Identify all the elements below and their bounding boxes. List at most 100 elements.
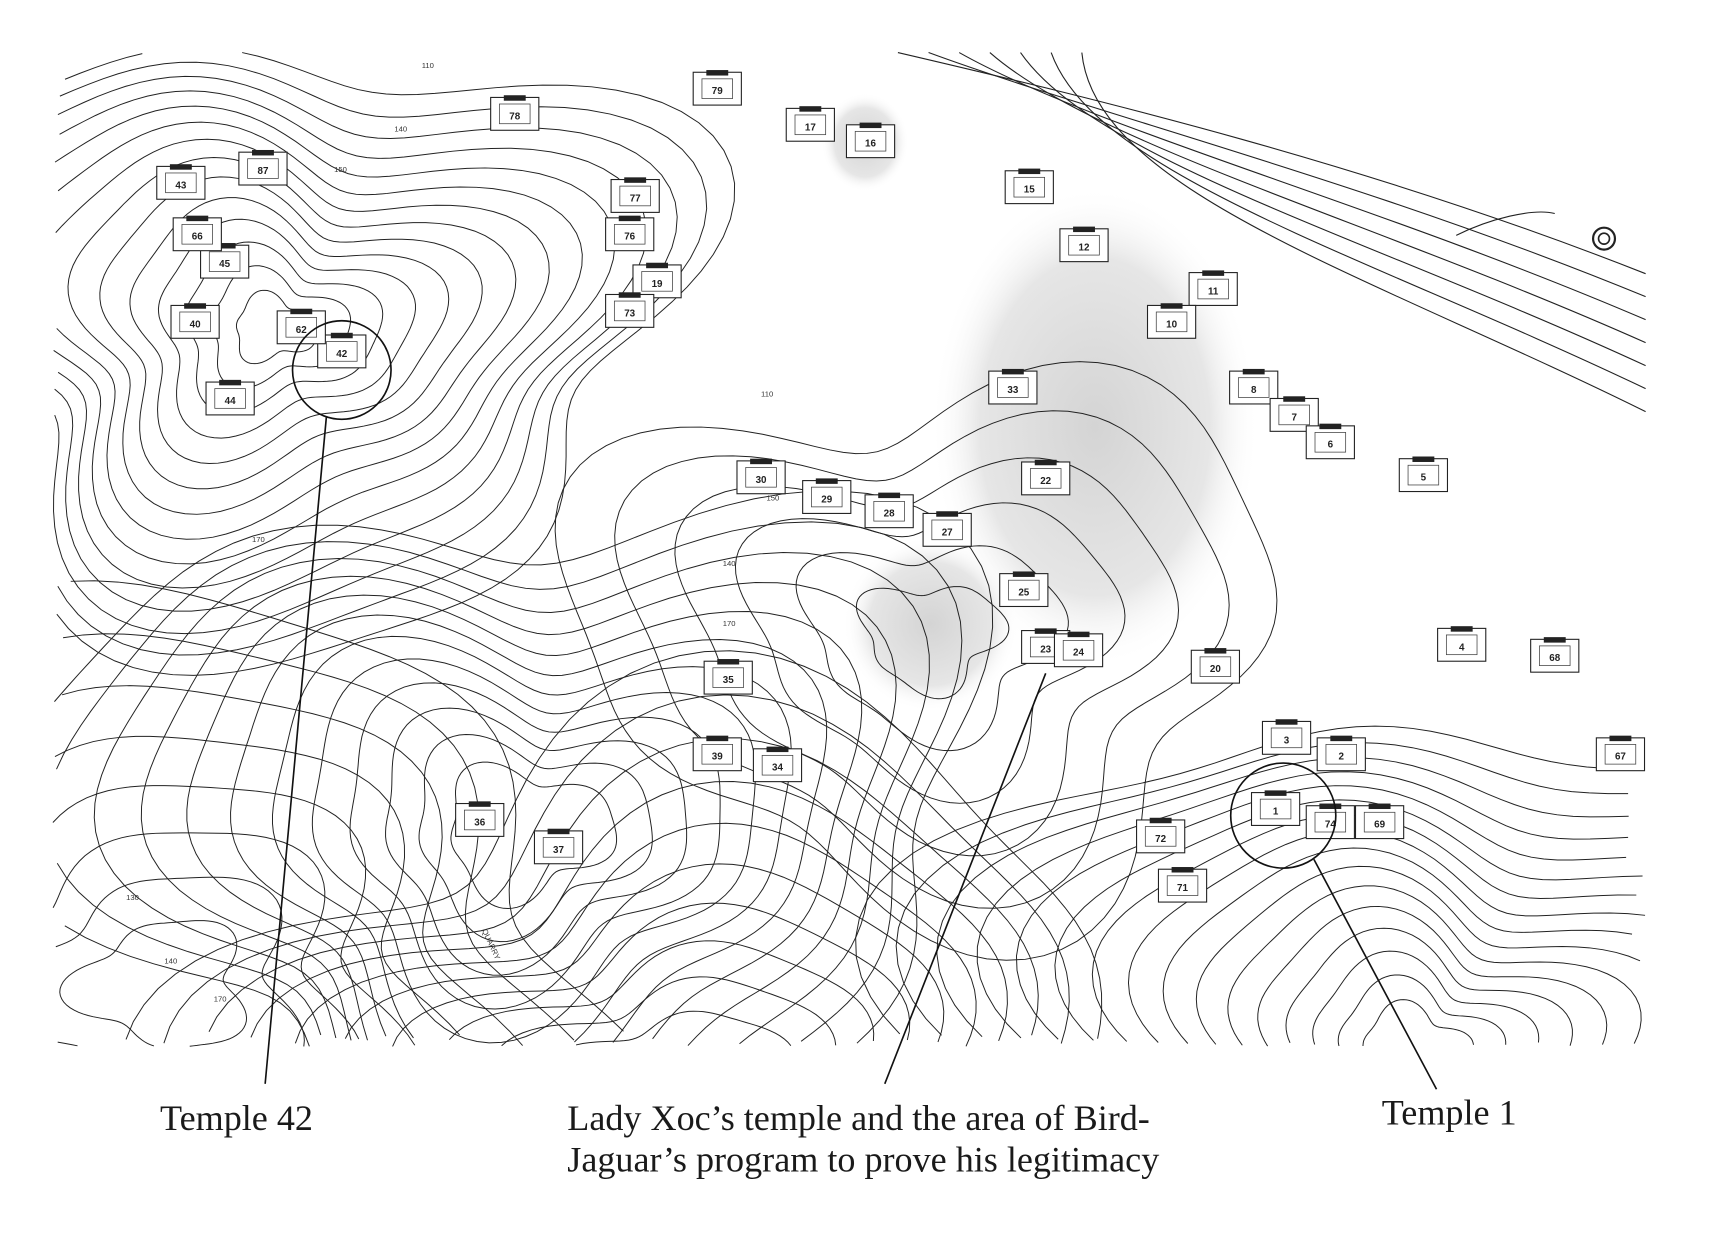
river-line [958, 52, 1646, 321]
contour-line [230, 614, 828, 1043]
building-15: 15 [1004, 168, 1054, 205]
building-label: 11 [1208, 286, 1219, 297]
building-label: 1 [1273, 806, 1279, 817]
contour-line [62, 633, 575, 1041]
temple-42-highlight-circle [291, 319, 392, 421]
building-34: 34 [752, 746, 803, 783]
building-27: 27 [922, 511, 972, 547]
contour-line [385, 707, 688, 976]
building-label: 69 [1374, 820, 1385, 831]
building-label: 8 [1251, 385, 1257, 396]
building-label: 33 [1007, 385, 1018, 396]
building-76: 76 [605, 215, 655, 252]
building-label: 24 [1073, 648, 1084, 659]
building-label: 15 [1024, 185, 1035, 196]
contour-label: 140 [394, 124, 407, 133]
contour-label: 130 [126, 893, 139, 902]
building-label: 67 [1615, 752, 1626, 763]
building-28: 28 [864, 492, 914, 529]
contour-line [575, 1010, 792, 1047]
contour-line [125, 650, 1103, 1040]
quarry-label: QUARRY [480, 928, 502, 961]
contour-line [1162, 847, 1633, 1044]
building-22: 22 [1021, 459, 1071, 496]
contour-line [157, 218, 416, 439]
building-77: 77 [610, 177, 660, 213]
contour-line [140, 575, 897, 1046]
lady-xoc-leader-line [884, 672, 1047, 1085]
contour-label: 110 [761, 389, 773, 398]
building-67: 67 [1595, 735, 1646, 772]
building-label: 45 [219, 259, 230, 270]
building-44: 44 [205, 379, 255, 416]
building-20: 20 [1190, 648, 1241, 684]
caption-temple-1: Temple 1 [1382, 1092, 1517, 1132]
contour-line [1127, 830, 1646, 1043]
temple-1-leader-line [1313, 858, 1438, 1090]
contour-line [186, 594, 863, 1041]
building-33: 33 [988, 368, 1038, 405]
building-label: 12 [1079, 243, 1090, 254]
building-label: 42 [336, 349, 347, 360]
building-label: 16 [865, 139, 876, 150]
ring-marker [1591, 226, 1617, 251]
contour-line [55, 138, 550, 540]
river-line [1081, 52, 1646, 413]
building-label: 68 [1549, 653, 1560, 664]
building-label: 40 [190, 319, 201, 330]
contour-line [448, 940, 875, 1042]
contour-line [57, 61, 708, 656]
river-line [989, 52, 1646, 344]
building-69: 69 [1354, 803, 1405, 840]
building-label: 44 [225, 396, 236, 407]
contour-line [1362, 999, 1475, 1047]
building-label: 87 [257, 166, 268, 177]
river-lines [897, 52, 1646, 413]
building-73: 73 [605, 292, 655, 328]
contour-line [554, 361, 1278, 961]
contour-line [795, 545, 1069, 752]
river-line [897, 52, 1646, 275]
contour-line [1337, 974, 1507, 1047]
contour-line [1257, 905, 1608, 1047]
building-79: 79 [692, 70, 742, 106]
contour-label: 140 [723, 559, 736, 568]
contour-line [129, 197, 450, 465]
contour-line [392, 902, 911, 1047]
building-label: 37 [553, 845, 564, 856]
building-label: 77 [630, 193, 641, 204]
building-11: 11 [1188, 270, 1238, 306]
building-10: 10 [1146, 303, 1197, 339]
contour-line [1227, 885, 1642, 1046]
temple-1-highlight-circle [1229, 762, 1337, 869]
building-36: 36 [455, 801, 505, 837]
building-3: 3 [1261, 719, 1312, 755]
contour-line [53, 121, 583, 565]
building-label: 20 [1210, 664, 1221, 675]
building-label: 71 [1177, 883, 1188, 894]
contour-label: 110 [422, 61, 434, 70]
building-74: 74 [1305, 803, 1355, 840]
contour-line [56, 521, 963, 1042]
contour-line [976, 771, 1629, 1039]
building-label: 43 [175, 180, 186, 191]
building-17: 17 [785, 106, 835, 142]
building-2: 2 [1316, 735, 1366, 772]
contour-line [936, 757, 1629, 1038]
river-line [1050, 52, 1646, 390]
building-label: 34 [772, 763, 783, 774]
contour-line [1312, 950, 1540, 1045]
building-29: 29 [802, 478, 852, 514]
contour-line [93, 552, 930, 1045]
contour-line [55, 876, 305, 1047]
contour-line [56, 52, 736, 676]
contour-line [311, 658, 756, 1044]
contour-line [271, 635, 792, 1043]
building-37: 37 [533, 828, 584, 865]
contour-line [163, 694, 1070, 1044]
building-87: 87 [238, 149, 288, 186]
contour-line [1091, 814, 1637, 1042]
contour-line [250, 781, 1008, 1042]
